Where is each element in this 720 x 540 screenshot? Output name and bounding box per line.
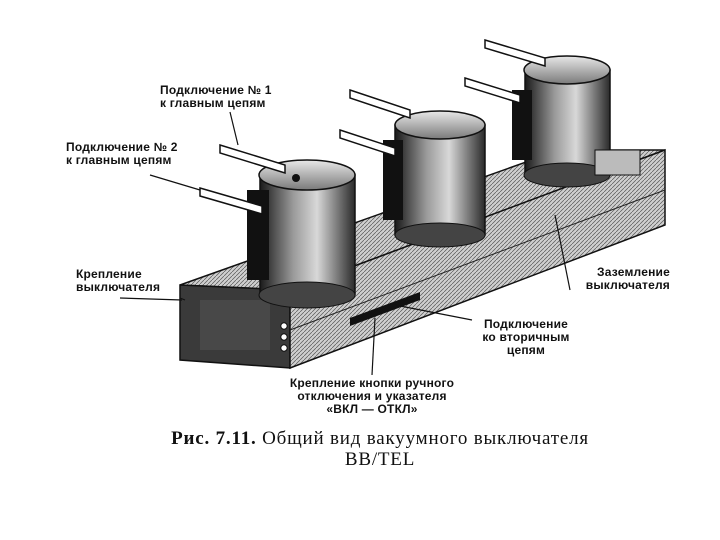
label-connection-2-line1: Подключение № 2 xyxy=(66,140,178,154)
label-connection-1: Подключение № 1 к главным цепям xyxy=(160,84,272,110)
label-connection-2: Подключение № 2 к главным цепям xyxy=(66,141,178,167)
label-button-mount: Крепление кнопки ручного отключения и ук… xyxy=(262,377,482,416)
label-connection-1-line1: Подключение № 1 xyxy=(160,83,272,97)
label-grounding: Заземление выключателя xyxy=(560,266,670,292)
leader-lines xyxy=(119,111,571,376)
label-mount-line1: Крепление xyxy=(76,267,142,281)
label-mount-line2: выключателя xyxy=(76,280,161,294)
figure-caption: Рис. 7.11. Общий вид вакуумного выключат… xyxy=(100,428,660,470)
label-grounding-line1: Заземление xyxy=(597,265,670,279)
label-button-mount-line1: Крепление кнопки ручного xyxy=(289,376,455,390)
label-button-mount-line3: «ВКЛ — ОТКЛ» xyxy=(326,402,418,416)
label-secondary-line2: ко вторичным xyxy=(482,330,570,344)
caption-line1: Рис. 7.11. Общий вид вакуумного выключат… xyxy=(100,428,660,449)
label-grounding-line2: выключателя xyxy=(585,278,670,292)
label-secondary-line3: цепям xyxy=(506,343,546,357)
label-connection-1-line2: к главным цепям xyxy=(160,96,266,110)
label-connection-2-line2: к главным цепям xyxy=(66,153,172,167)
caption-number: Рис. 7.11. xyxy=(171,428,257,449)
caption-title: Общий вид вакуумного выключателя xyxy=(262,428,589,449)
pole-2 xyxy=(339,88,486,248)
label-secondary-line1: Подключение xyxy=(483,317,569,331)
label-secondary: Подключение ко вторичным цепям xyxy=(466,318,586,357)
pole-1 xyxy=(199,143,356,309)
caption-line2: ВВ/TEL xyxy=(344,449,416,470)
pole-3 xyxy=(464,38,641,188)
label-button-mount-line2: отключения и указателя xyxy=(297,389,447,403)
label-mount: Крепление выключателя xyxy=(76,268,160,294)
